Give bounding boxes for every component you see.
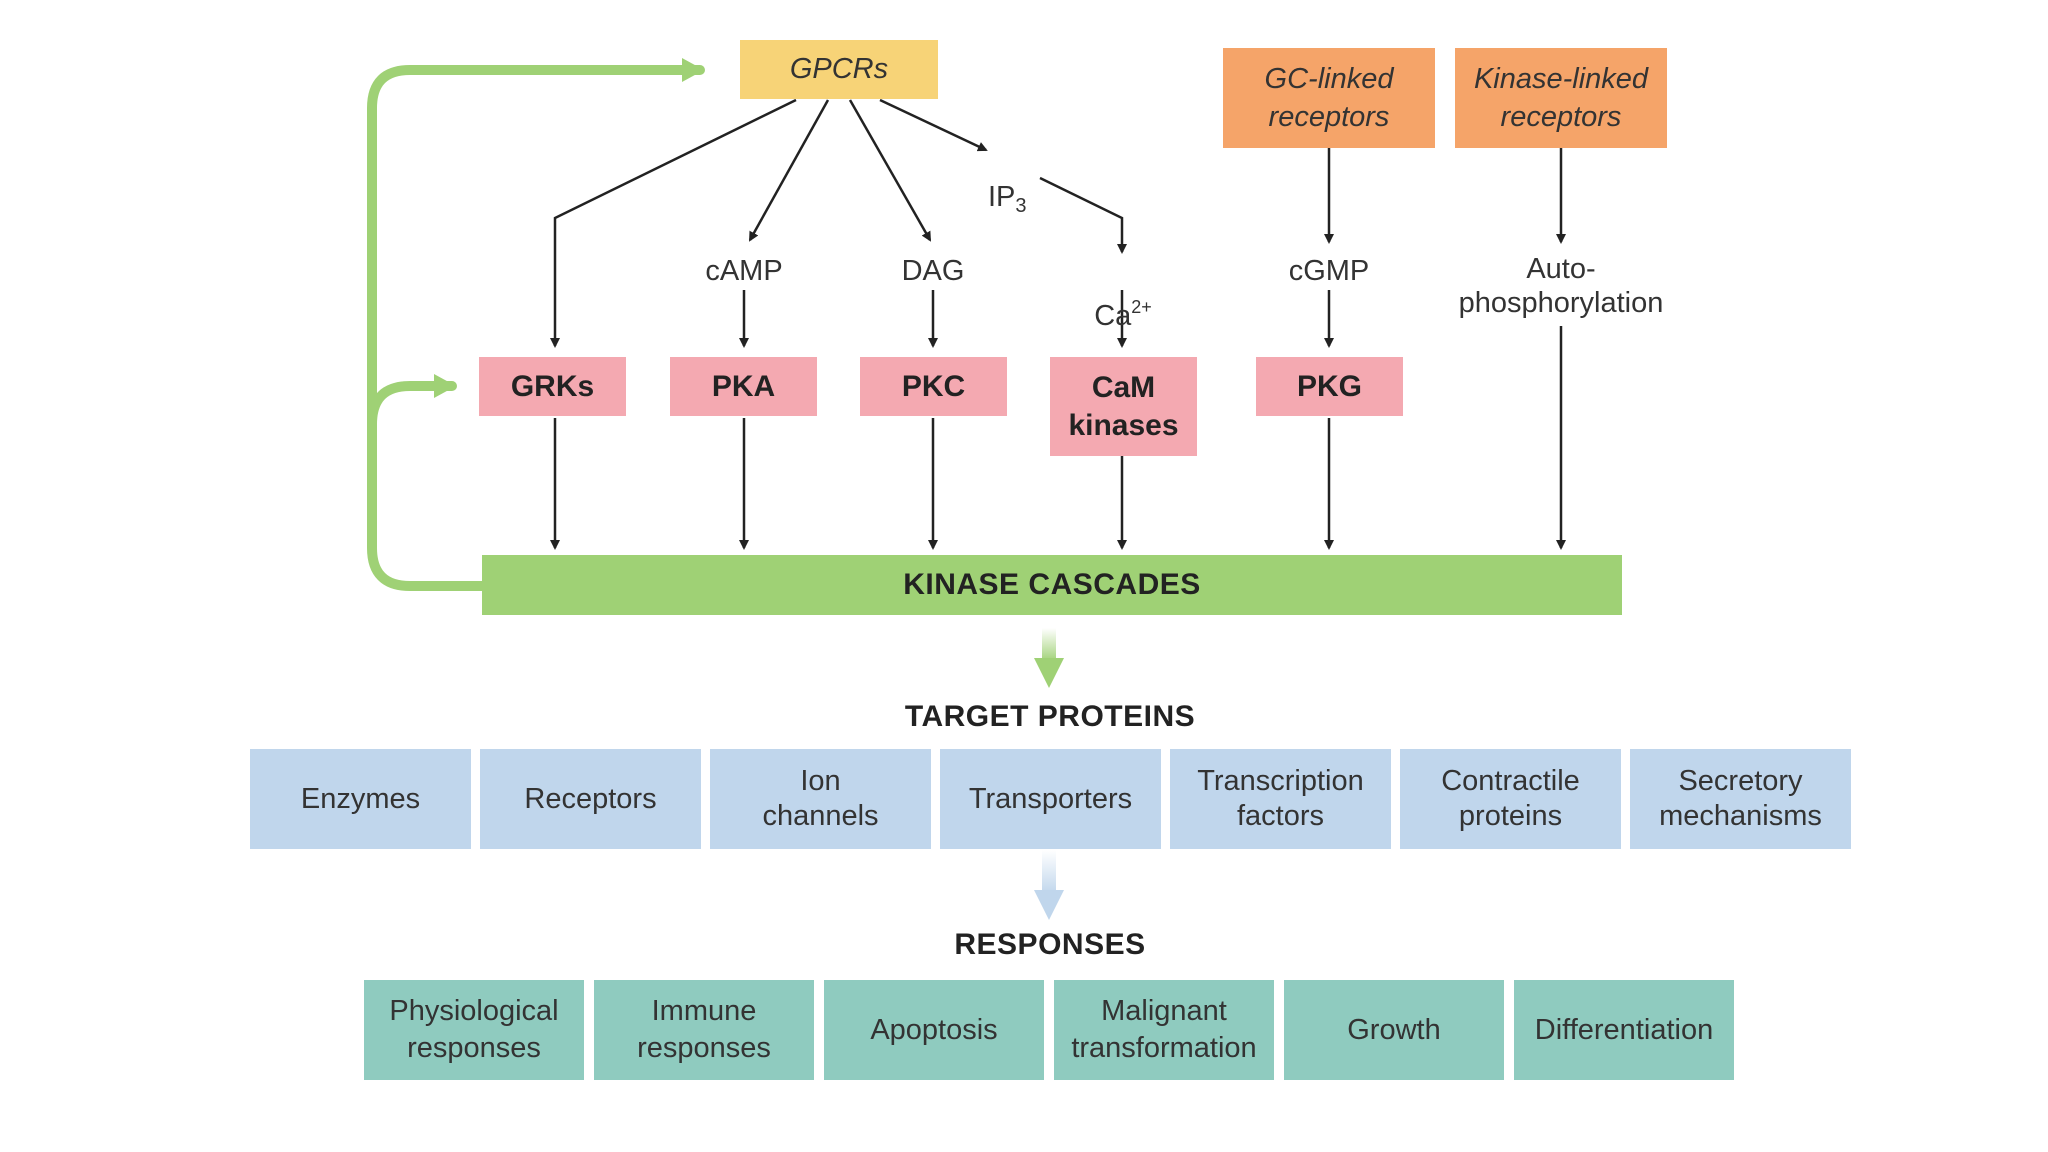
target-protein-box: Transcription factors: [1170, 749, 1391, 849]
pkg-label: PKG: [1296, 369, 1362, 403]
target-protein-label: Transporters: [968, 782, 1133, 815]
kinase-cascades-label: KINASE CASCADES: [903, 568, 1201, 601]
arrow-gpcr-to-ip3: [879, 98, 988, 152]
target-protein-box: Contractile proteins: [1400, 749, 1621, 849]
kinase-linked-receptors-label: Kinase-linked receptors: [1473, 63, 1649, 133]
response-box: Malignant transformation: [1054, 980, 1274, 1080]
grks-label: GRKs: [510, 369, 595, 403]
response-box: Apoptosis: [824, 980, 1044, 1080]
pkg-box: PKG: [1256, 357, 1403, 416]
kinase-linked-receptors-box: Kinase-linked receptors: [1455, 48, 1667, 148]
arrow-gpcr-to-grks: [550, 98, 797, 348]
target-proteins-heading: TARGET PROTEINS: [904, 700, 1196, 733]
cgmp-label: cGMP: [1288, 255, 1370, 287]
cam-kinases-box: CaM kinases: [1050, 357, 1197, 456]
pkc-label: PKC: [901, 369, 966, 403]
arrow-gpcr-to-dag: [848, 99, 932, 242]
target-protein-box: Transporters: [940, 749, 1161, 849]
response-box: Immune responses: [594, 980, 814, 1080]
response-label: Immune responses: [637, 995, 771, 1064]
target-protein-label: Transcription factors: [1197, 765, 1364, 832]
response-label: Malignant transformation: [1071, 995, 1257, 1064]
gc-linked-receptors-box: GC-linked receptors: [1223, 48, 1435, 148]
grks-box: GRKs: [479, 357, 626, 416]
target-protein-box: Secretory mechanisms: [1630, 749, 1851, 849]
kinase-cascades-bar: KINASE CASCADES: [482, 555, 1622, 615]
target-protein-box: Enzymes: [250, 749, 471, 849]
calcium-label: Ca2+: [1068, 256, 1178, 333]
target-protein-label: Receptors: [524, 782, 657, 815]
target-protein-box: Receptors: [480, 749, 701, 849]
response-label: Growth: [1347, 1013, 1441, 1046]
camp-label: cAMP: [705, 255, 783, 287]
target-protein-label: Ion channels: [762, 765, 879, 832]
gpcrs-box: GPCRs: [740, 40, 938, 99]
arrow-gpcr-to-camp: [748, 99, 830, 242]
dag-label: DAG: [901, 255, 965, 287]
response-box: Physiological responses: [364, 980, 584, 1080]
autophosphorylation-label: Auto- phosphorylation: [1458, 253, 1664, 319]
pka-label: PKA: [711, 369, 776, 403]
calcium-superscript: 2+: [1131, 297, 1152, 317]
cam-kinases-label: CaM kinases: [1068, 370, 1179, 442]
ip3-label: IP3: [988, 146, 1048, 223]
targets-to-responses-arrow: [1034, 850, 1064, 920]
response-box: Growth: [1284, 980, 1504, 1080]
target-protein-label: Enzymes: [300, 782, 421, 815]
response-label: Physiological responses: [389, 995, 559, 1064]
target-protein-box: Ion channels: [710, 749, 931, 849]
gc-linked-receptors-label: GC-linked receptors: [1264, 63, 1394, 133]
response-label: Apoptosis: [870, 1013, 998, 1046]
ip3-subscript: 3: [1015, 195, 1027, 217]
target-protein-label: Secretory mechanisms: [1659, 765, 1822, 832]
pkc-box: PKC: [860, 357, 1007, 416]
gpcrs-label: GPCRs: [789, 53, 889, 85]
pka-box: PKA: [670, 357, 817, 416]
feedback-loop-arrow: [367, 58, 705, 591]
arrow-ip3-to-ca: [1039, 176, 1127, 254]
cascade-to-targets-arrow: [1034, 628, 1064, 688]
response-box: Differentiation: [1514, 980, 1734, 1080]
responses-heading: RESPONSES: [954, 928, 1146, 961]
target-protein-label: Contractile proteins: [1441, 765, 1580, 832]
ip3-text: IP: [988, 181, 1016, 213]
response-label: Differentiation: [1534, 1013, 1714, 1046]
calcium-text: Ca: [1094, 300, 1132, 332]
